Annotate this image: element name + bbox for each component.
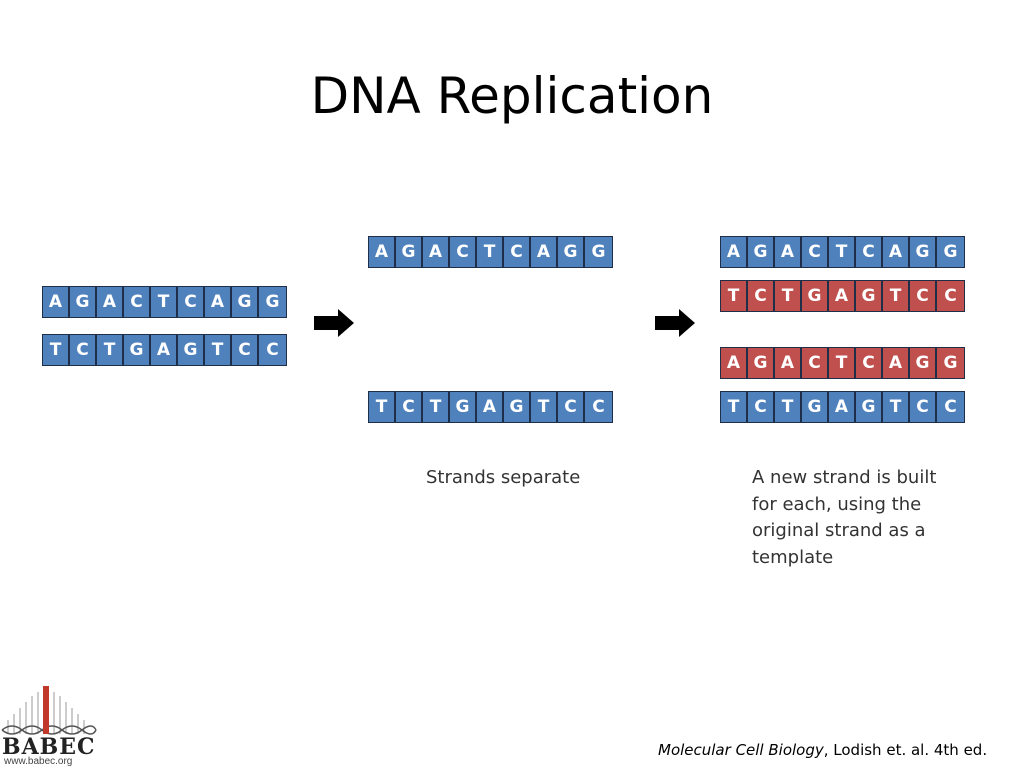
nucleotide-base: C [748,281,775,311]
caption-line: A new strand is built [752,467,937,488]
nucleotide-base: C [937,392,964,422]
nucleotide-base: G [124,335,151,365]
slide-title: DNA Replication [310,67,714,125]
nucleotide-base: A [477,392,504,422]
nucleotide-base: T [531,392,558,422]
nucleotide-base: A [151,335,178,365]
replication-caption: A new strand is built for each, using th… [752,465,972,571]
nucleotide-base: T [883,281,910,311]
nucleotide-base: G [450,392,477,422]
nucleotide-base: A [97,287,124,317]
nucleotide-base: T [775,392,802,422]
nucleotide-base: A [775,237,802,267]
nucleotide-base: C [558,392,585,422]
nucleotide-base: T [775,281,802,311]
nucleotide-base: T [829,237,856,267]
caption-line: original strand as a [752,520,926,541]
nucleotide-base: A [775,348,802,378]
babec-logo-icon [1,686,97,735]
nucleotide-base: C [748,392,775,422]
nucleotide-base: A [205,287,232,317]
nucleotide-base: T [423,392,450,422]
nucleotide-base: C [585,392,612,422]
nucleotide-base: C [937,281,964,311]
nucleotide-base: A [829,392,856,422]
nucleotide-base: G [802,392,829,422]
right-arrow-icon [314,309,354,337]
logo-name: BABEC [2,734,96,760]
nucleotide-base: G [937,348,964,378]
nucleotide-base: G [585,237,612,267]
nucleotide-base: T [205,335,232,365]
nucleotide-base: T [883,392,910,422]
nucleotide-base: G [748,348,775,378]
nucleotide-base: C [856,348,883,378]
citation-book: Molecular Cell Biology [658,741,824,759]
caption-line: for each, using the [752,493,922,515]
nucleotide-base: T [477,237,504,267]
nucleotide-base: C [910,281,937,311]
nucleotide-base: A [721,237,748,267]
nucleotide-base: C [802,237,829,267]
nucleotide-base: G [259,287,286,317]
nucleotide-base: C [504,237,531,267]
separate-caption: Strands separate [426,467,581,488]
nucleotide-base: T [829,348,856,378]
nucleotide-base: G [937,237,964,267]
nucleotide-base: G [856,281,883,311]
nucleotide-base: T [369,392,396,422]
nucleotide-base: C [178,287,205,317]
nucleotide-base: A [883,348,910,378]
nucleotide-base: C [450,237,477,267]
nucleotide-base: T [43,335,70,365]
nucleotide-base: C [124,287,151,317]
nucleotide-base: G [910,237,937,267]
nucleotide-base: G [856,392,883,422]
nucleotide-base: G [802,281,829,311]
logo-url: www.babec.org [4,756,73,767]
nucleotide-base: G [748,237,775,267]
nucleotide-base: G [232,287,259,317]
caption-line: template [752,546,834,568]
nucleotide-base: G [396,237,423,267]
nucleotide-base: C [232,335,259,365]
nucleotide-base: C [802,348,829,378]
nucleotide-base: T [151,287,178,317]
nucleotide-base: A [369,237,396,267]
nucleotide-base: T [721,281,748,311]
nucleotide-base: C [70,335,97,365]
nucleotide-base: A [721,348,748,378]
nucleotide-base: C [910,392,937,422]
nucleotide-base: G [504,392,531,422]
nucleotide-base: C [396,392,423,422]
nucleotide-base: G [558,237,585,267]
nucleotide-base: A [423,237,450,267]
nucleotide-base: G [70,287,97,317]
nucleotide-base: C [856,237,883,267]
nucleotide-base: A [829,281,856,311]
citation-rest: , Lodish et. al. 4th ed. [823,741,988,759]
citation: Molecular Cell Biology, Lodish et. al. 4… [658,740,987,760]
nucleotide-base: A [43,287,70,317]
nucleotide-base: G [178,335,205,365]
nucleotide-base: T [97,335,124,365]
nucleotide-base: A [531,237,558,267]
right-arrow-icon [655,309,695,337]
nucleotide-base: A [883,237,910,267]
nucleotide-base: G [910,348,937,378]
nucleotide-base: C [259,335,286,365]
nucleotide-base: T [721,392,748,422]
